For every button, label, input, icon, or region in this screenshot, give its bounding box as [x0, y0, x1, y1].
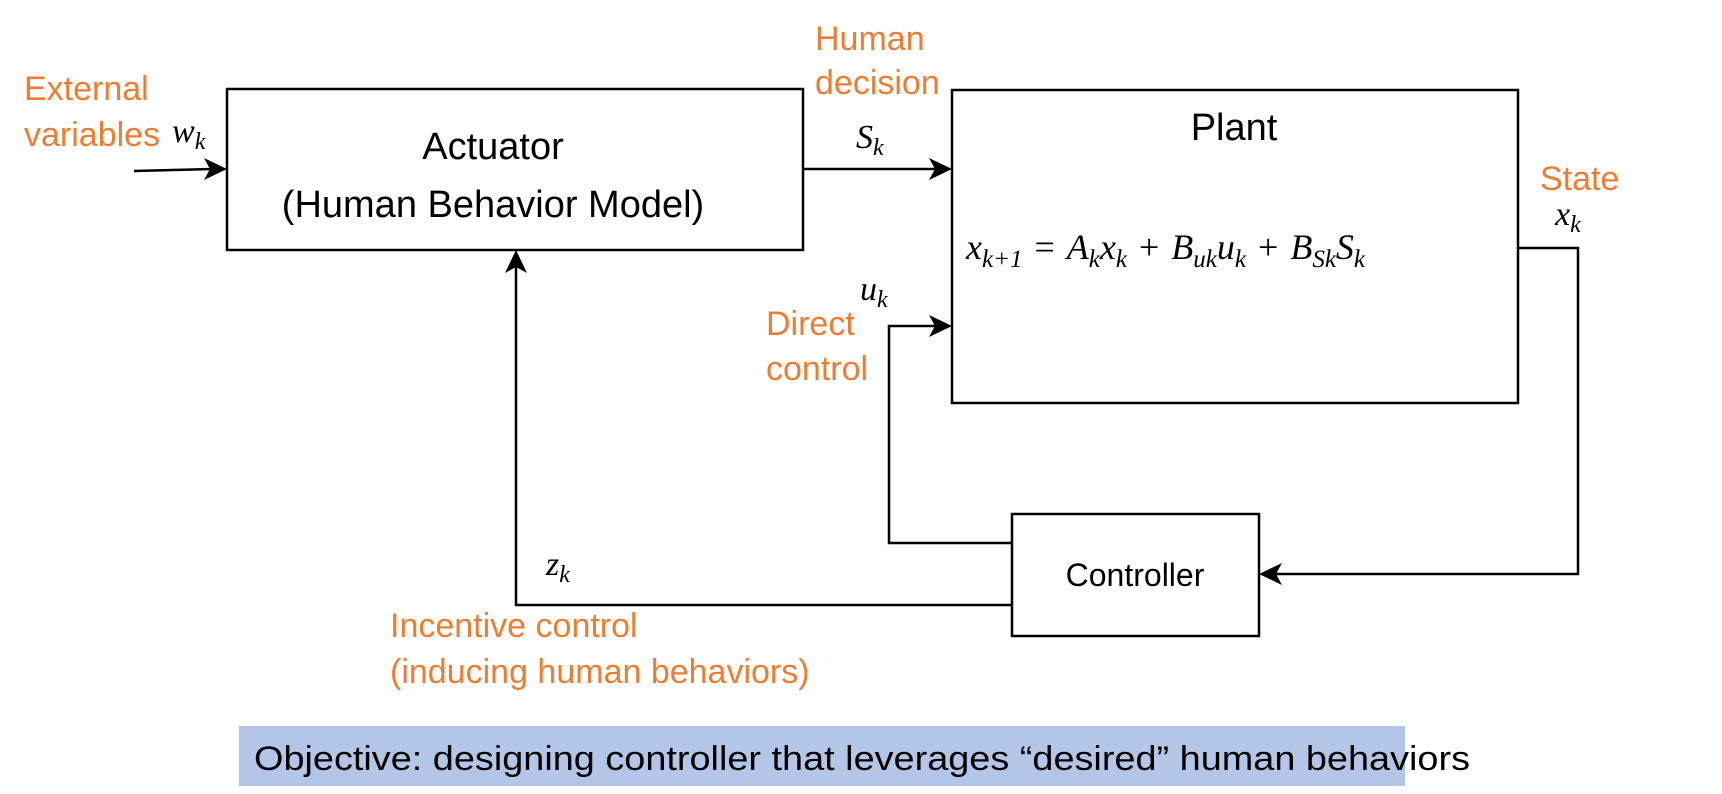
- signal-s: Sk: [856, 119, 884, 161]
- signal-u: uk: [860, 271, 888, 313]
- objective-text: Objective: designing controller that lev…: [254, 740, 1470, 778]
- external-label-line2: variables: [24, 116, 160, 154]
- incentive-control-label-line1: Incentive control: [390, 607, 638, 645]
- actuator-title: Actuator: [422, 126, 564, 168]
- signal-x: xk: [1554, 196, 1581, 238]
- state-label: State: [1540, 160, 1619, 198]
- actuator-subtitle: (Human Behavior Model): [282, 184, 704, 226]
- direct-control-wire: [887, 315, 1012, 545]
- human-decision-label-line1: Human: [815, 20, 925, 58]
- human-decision-label-line2: decision: [815, 64, 940, 102]
- direct-control-label-line1: Direct: [766, 305, 855, 343]
- state-feedback-wire: [1259, 246, 1580, 585]
- input-arrow-w: [133, 158, 227, 180]
- state-equation: xk+1=Akxk+Bukuk+BSkSk: [965, 227, 1366, 273]
- actuator-block: [225, 87, 805, 252]
- signal-z: zk: [545, 546, 570, 588]
- direct-control-label-line2: control: [766, 350, 868, 388]
- incentive-control-label-line2: (inducing human behaviors): [390, 653, 810, 691]
- external-label-line1: External: [24, 70, 149, 108]
- incentive-control-wire: [505, 250, 1012, 607]
- controller-block: [1010, 512, 1261, 638]
- plant-block: [950, 88, 1520, 405]
- signal-w: wk: [172, 113, 206, 155]
- controller-title: Controller: [1066, 557, 1205, 593]
- objective-highlight: [239, 726, 1405, 786]
- decision-arrow-s: [803, 158, 952, 180]
- plant-title: Plant: [1191, 107, 1278, 149]
